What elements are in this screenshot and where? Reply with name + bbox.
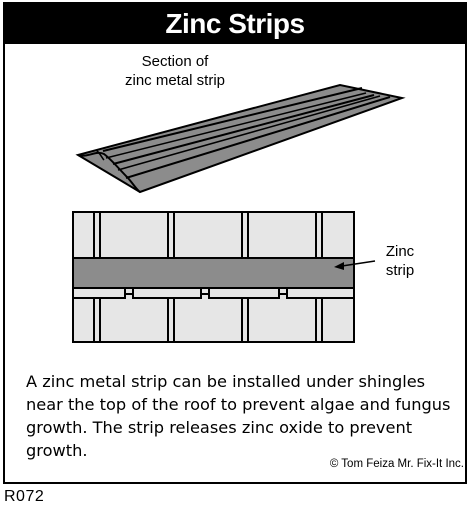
zinc-strip-section	[75, 83, 406, 194]
label-line: Section of	[141, 53, 209, 70]
zinc-strip-pointer	[334, 260, 376, 270]
label-line: Zinc	[385, 243, 415, 260]
page-title: Zinc Strips	[5, 4, 465, 44]
figure-code: R072	[4, 488, 45, 505]
roof-shingles	[72, 211, 355, 343]
label-line: strip	[385, 262, 415, 279]
caption-text: A zinc metal strip can be installed unde…	[26, 372, 451, 460]
label-zinc-strip: Zinc strip	[376, 242, 424, 280]
copyright-notice: © Tom Feiza Mr. Fix-It Inc.	[329, 458, 464, 470]
zinc-strip-band	[72, 257, 355, 289]
label-line: zinc metal strip	[124, 72, 226, 89]
label-section-of-zinc-strip: Section of zinc metal strip	[110, 52, 240, 90]
